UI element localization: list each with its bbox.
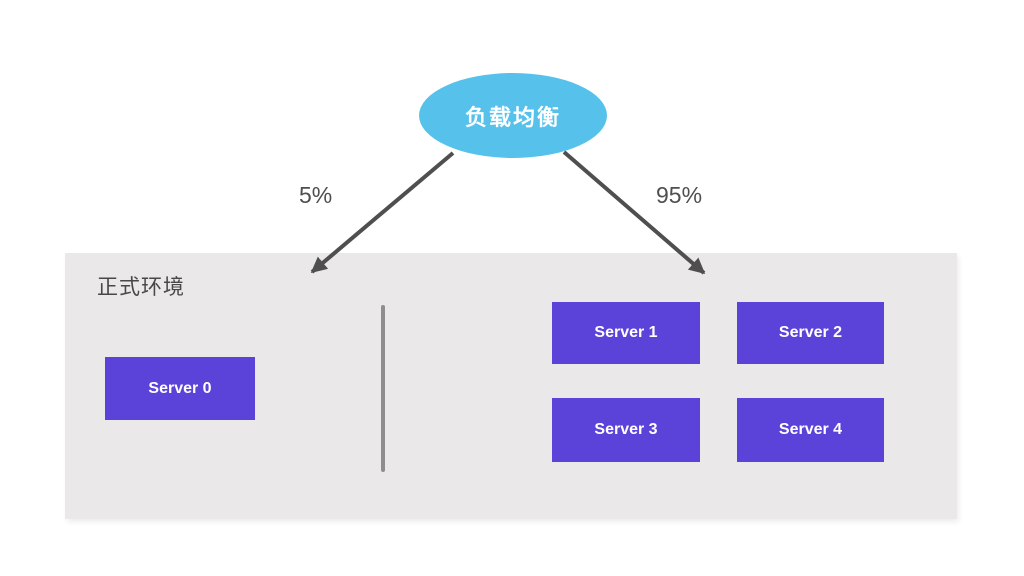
server-0-label: Server 0 [148, 379, 212, 397]
server-3-label: Server 3 [594, 421, 658, 438]
group-divider [381, 305, 385, 472]
server-2-label: Server 2 [778, 324, 843, 341]
server-2-box: Server 2 [737, 302, 884, 364]
load-balancer-node: 负载均衡 [419, 73, 607, 158]
load-balancer-label: 负载均衡 [464, 104, 561, 130]
environment-label: 正式环境 [97, 276, 185, 299]
server-4-box: Server 4 [737, 398, 884, 462]
left-percent-label: 5% [299, 182, 333, 208]
server-1-box: Server 1 [552, 302, 700, 364]
server-1-label: Server 1 [594, 324, 658, 341]
environment-container: 正式环境 Server 0 Server 1 Server 2 Server 3… [65, 253, 957, 519]
server-3-box: Server 3 [552, 398, 700, 462]
right-percent-label: 95% [656, 182, 703, 208]
server-4-label: Server 4 [778, 421, 843, 438]
server-0-box: Server 0 [105, 357, 255, 420]
